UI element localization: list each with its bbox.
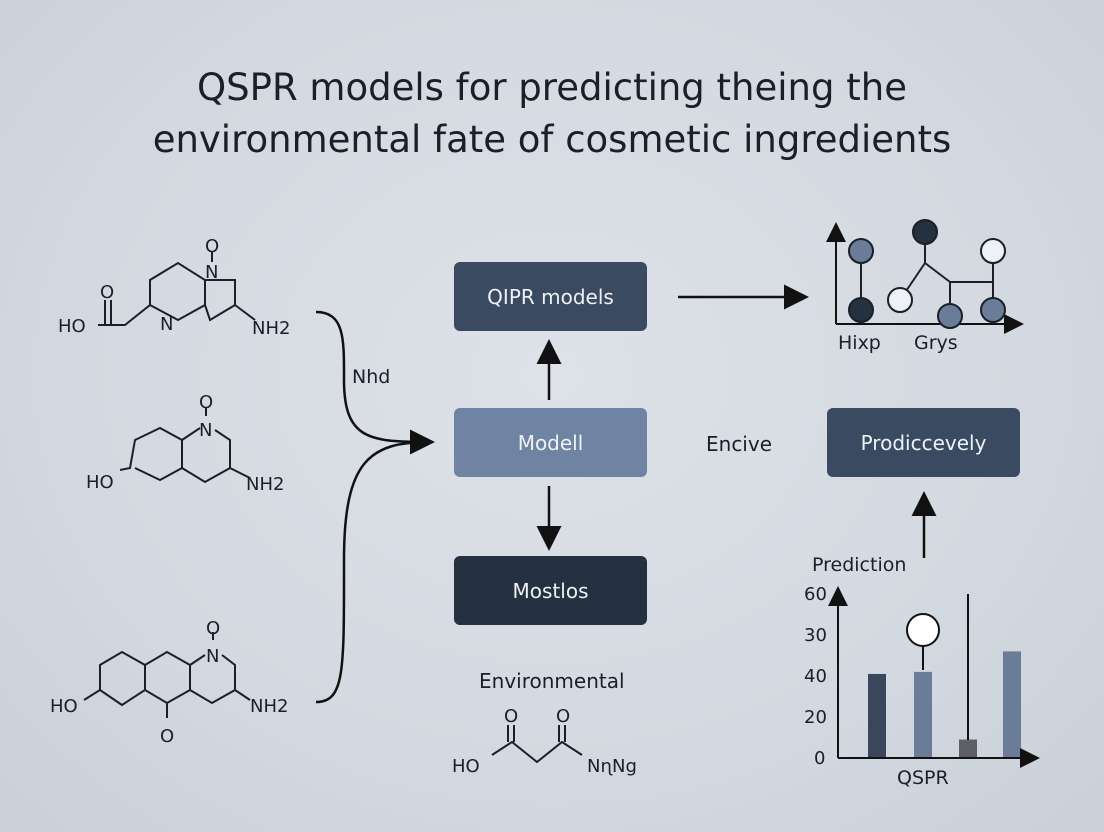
molecule-3-n: N — [206, 646, 219, 667]
molecule-1-oxide: O — [205, 236, 219, 257]
molecule-2-left: HO — [86, 472, 114, 493]
network-node-2 — [848, 297, 874, 323]
molecule-4-o2: O — [556, 706, 570, 727]
title-line-1: QSPR models for predicting theing the — [197, 66, 907, 109]
left-connector — [315, 310, 435, 704]
y-tick-60: 60 — [804, 584, 827, 605]
network-x-label-2: Grys — [914, 332, 958, 354]
molecule-3-keto: O — [160, 726, 174, 747]
molecule-4-chain — [491, 740, 583, 764]
network-node-4 — [887, 287, 913, 313]
mostlos-box: Mostlos — [454, 556, 647, 625]
molecule-4-carbonyl-1 — [507, 725, 515, 742]
environmental-label: Environmental — [479, 669, 625, 693]
connector-bottom-curve — [315, 429, 435, 704]
connector-top-curve — [315, 310, 431, 444]
molecule-1-amine-bond — [234, 304, 256, 321]
y-tick-20: 20 — [804, 707, 827, 728]
molecule-1-ring-a — [98, 261, 206, 326]
network-edge-4 — [924, 262, 951, 283]
molecule-3: HO NH2 O O N — [50, 618, 288, 747]
encive-label: Encive — [706, 432, 773, 456]
molecule-3-right: NH2 — [250, 696, 288, 717]
title-line-2: environmental fate of cosmetic ingredien… — [152, 118, 952, 161]
molecule-3-left: HO — [50, 696, 78, 717]
molecule-3-amine-bond — [234, 689, 251, 701]
left-connector-label: Nhd — [352, 366, 391, 388]
molecule-1: HO NH2 O O N N — [58, 236, 290, 339]
qipr-models-box: QIPR models — [454, 262, 647, 331]
y-tick-0: 0 — [814, 748, 826, 769]
bar-2 — [914, 671, 932, 758]
molecule-3-ring-b — [144, 650, 191, 705]
prodiccevely-box: Prodiccevely — [827, 408, 1020, 477]
molecule-4-o1: O — [504, 706, 518, 727]
bar-4 — [1003, 651, 1021, 758]
bar-chart-pin — [906, 613, 940, 647]
molecule-2: HO NH2 O N — [86, 392, 284, 495]
molecule-4-carbonyl-2 — [558, 725, 566, 742]
modell-box: Modell — [454, 408, 647, 477]
y-tick-30: 30 — [804, 625, 827, 646]
molecule-2-ring-a — [119, 426, 183, 482]
bar-1 — [868, 673, 886, 758]
molecule-3-ring-a — [83, 650, 146, 707]
network-chart — [826, 219, 1024, 334]
molecule-1-left: HO — [58, 316, 86, 337]
molecule-2-right: NH2 — [246, 474, 284, 495]
y-tick-40: 40 — [804, 666, 827, 687]
molecule-3-oxide: O — [206, 618, 220, 639]
bar-chart-x-label: QSPR — [897, 767, 949, 789]
molecule-1-n2: N — [160, 314, 173, 335]
molecule-1-acid-o: O — [100, 282, 114, 303]
network-node-3 — [912, 219, 938, 245]
network-node-6 — [980, 238, 1006, 264]
molecule-4-left: HO — [452, 756, 480, 777]
molecule-1-n1: N — [205, 262, 218, 283]
molecule-1-ring-b — [204, 279, 236, 322]
bar-chart-title: Prediction — [812, 554, 907, 576]
network-node-1 — [848, 238, 874, 264]
network-x-label-1: Hixp — [838, 332, 881, 354]
network-node-5 — [937, 303, 963, 329]
molecule-2-oxide: O — [199, 392, 213, 413]
molecule-2-n: N — [199, 420, 212, 441]
bar-chart — [828, 586, 1040, 768]
molecule-1-right: NH2 — [252, 318, 290, 339]
bar-3 — [959, 739, 977, 758]
molecule-4-right: NɳNg — [587, 756, 637, 777]
network-node-7 — [980, 297, 1006, 323]
diagram-title: QSPR models for predicting theing the en… — [0, 62, 1104, 166]
molecule-2-amine-bond — [229, 467, 251, 479]
molecule-4: HO NɳNg O O — [452, 706, 637, 777]
